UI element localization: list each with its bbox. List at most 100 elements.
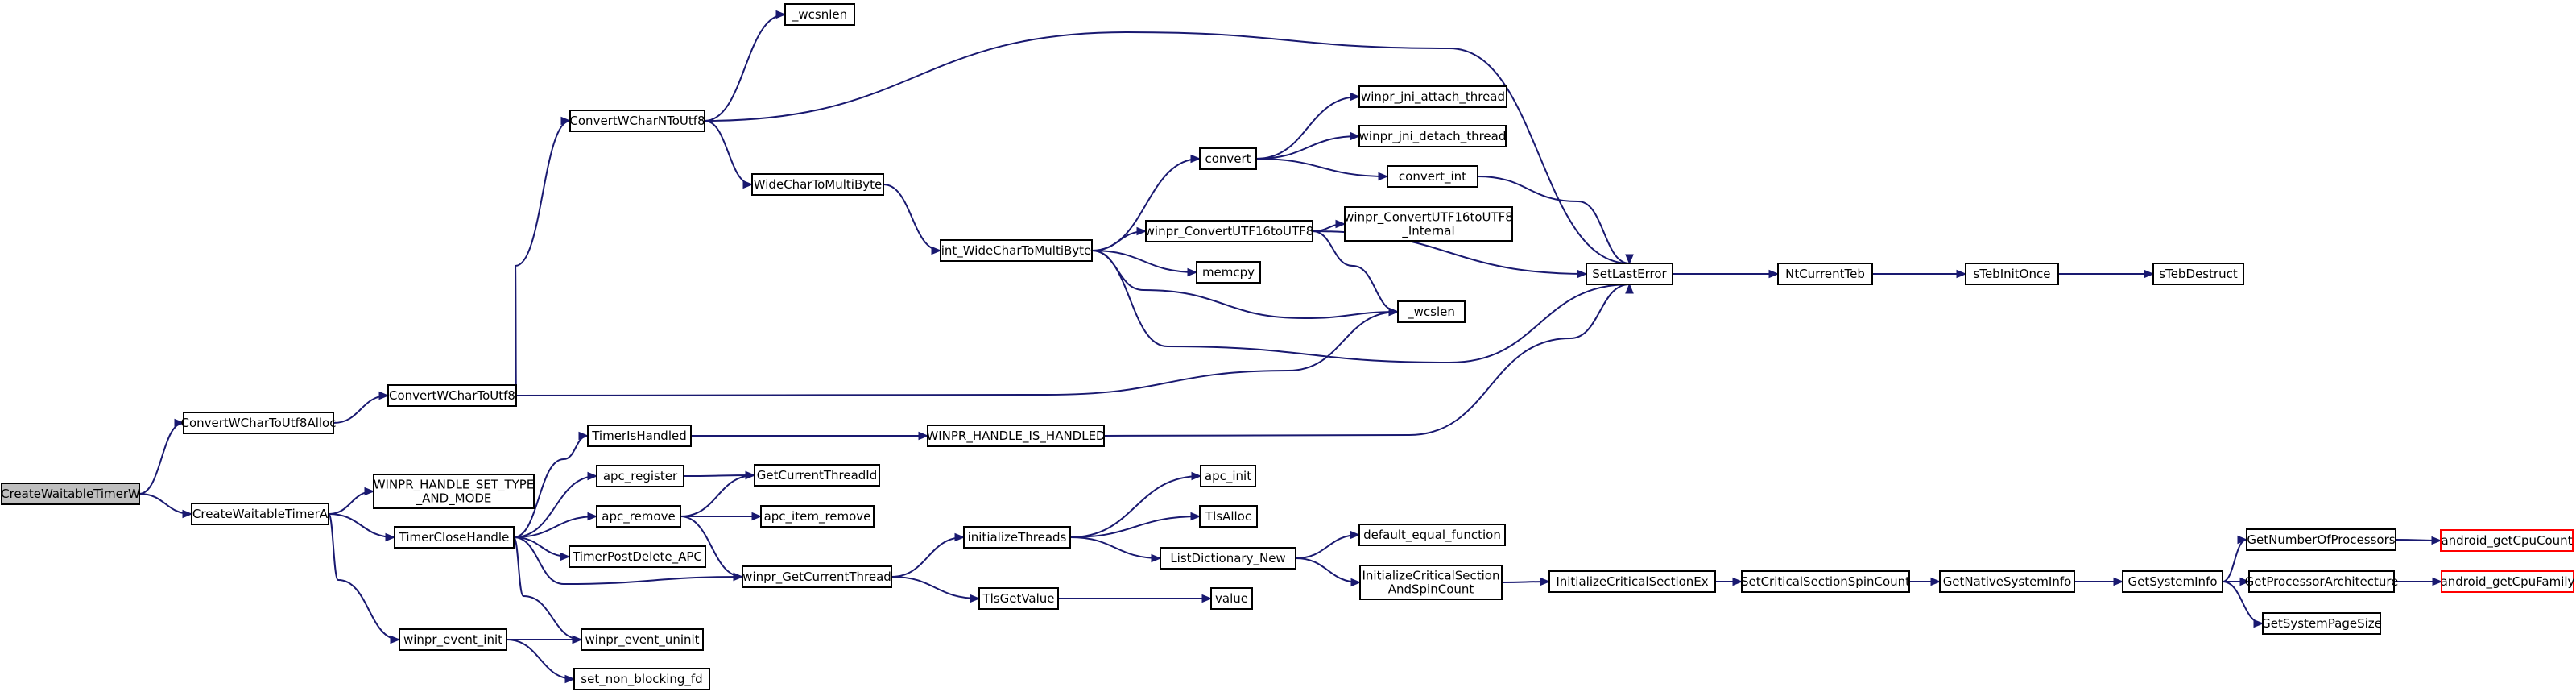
node-createwaitabletimera[interactable]: CreateWaitableTimerA [191,503,329,525]
edge-line [891,536,965,578]
node-box [1145,220,1313,242]
edge-line [506,639,575,680]
arrowhead [1350,578,1362,587]
node-stebdestruct[interactable]: sTebDestruct [2152,263,2244,285]
node-label: GetCurrentThreadId [757,468,877,483]
node-box [1741,570,1910,593]
edge-line [513,536,743,586]
node-widechartomultibyte[interactable]: WideCharToMultiByte [751,173,884,196]
node-label: WINPR_HANDLE_IS_HANDLED [926,429,1105,444]
node-apc-init[interactable]: apc_init [1200,465,1256,487]
node-winpr-jni-attach-thread[interactable]: winpr_jni_attach_thread [1358,85,1507,108]
node-createwaitabletimerw[interactable]: CreateWaitableTimerW [1,483,140,505]
node-listdictionary-new[interactable]: ListDictionary_New [1160,547,1296,570]
node-label: GetSystemInfo [2127,574,2217,589]
node-getsystempagesize[interactable]: GetSystemPageSize [2261,612,2382,635]
node-value[interactable]: value [1210,587,1253,610]
arrowhead [2253,619,2264,628]
edge-convert-to-convert-int [1255,158,1389,181]
edge-line [513,475,597,538]
node-winpr-event-uninit[interactable]: winpr_event_uninit [581,628,704,651]
node-winpr-convertutf16toutf8-internal[interactable]: winpr_ConvertUTF16toUTF8_Internal [1344,206,1513,242]
node-convertwchartoutf8alloc[interactable]: ConvertWCharToUtf8Alloc [181,412,337,434]
node-tlsalloc[interactable]: TlsAlloc [1199,505,1258,528]
node-label: InitializeCriticalSectionEx [1556,574,1708,589]
node-convertwcharntoutf8[interactable]: ConvertWCharNToUtf8 [569,110,705,132]
node-timerishandled[interactable]: TimerIsHandled [587,425,692,447]
node-convert-int[interactable]: convert_int [1387,165,1478,188]
node-setcriticalsectionspincount[interactable]: SetCriticalSectionSpinCount [1741,570,1910,593]
node-ntcurrentteb[interactable]: NtCurrentTeb [1777,263,1873,285]
node-getnativesysteminfo[interactable]: GetNativeSystemInfo [1939,570,2075,593]
node-box [963,526,1071,549]
node-setlasterror[interactable]: SetLastError [1586,263,1673,285]
edge-winpr-handle-is-handled-to-setlasterror [1103,283,1634,437]
node-memcpy[interactable]: memcpy [1196,261,1261,284]
node-winpr-event-init[interactable]: winpr_event_init [399,628,507,651]
node-apc-item-remove[interactable]: apc_item_remove [760,505,875,528]
edge-timerclosehandle-to-apc-remove [513,512,598,538]
node-winpr-handle-is-handled[interactable]: WINPR_HANDLE_IS_HANDLED [926,425,1106,447]
node-timerpostdelete-apc[interactable]: TimerPostDelete_APC [569,545,706,568]
node-android-getcpucount[interactable]: android_getCpuCount [2440,529,2574,552]
node-box [587,425,692,447]
node-getcurrentthreadid[interactable]: GetCurrentThreadId [754,464,880,487]
arrowhead [1335,219,1346,229]
node-getnumberofprocessors[interactable]: GetNumberOfProcessors [2246,528,2396,551]
edge-line [1069,536,1161,559]
node-timerclosehandle[interactable]: TimerCloseHandle [394,526,515,549]
node-android-getcpufamily[interactable]: android_getCpuFamily [2441,570,2575,593]
node-box [940,239,1093,262]
node-wcslen[interactable]: _wcslen [1397,300,1466,323]
node-box [1358,85,1507,108]
node-box [1548,570,1716,593]
edge-line [1103,284,1630,437]
node-getprocessorarchitecture[interactable]: GetProcessorArchitecture [2245,570,2399,593]
node-label: _AND_MODE [416,491,492,507]
edge-line [680,516,743,578]
node-winpr-getcurrentthread[interactable]: winpr_GetCurrentThread [742,566,892,588]
node-getsysteminfo[interactable]: GetSystemInfo [2122,570,2223,593]
edge-convertwchartoutf8-to-wcslen [515,307,1400,396]
node-default-equal-function[interactable]: default_equal_function [1358,524,1506,546]
node-convert[interactable]: convert [1199,147,1257,170]
edge-int-widechartomultibyte-to-setlasterror [1091,250,1634,364]
node-label: android_getCpuCount [2441,533,2572,549]
node-box [183,412,334,434]
node-winpr-convertutf16toutf8[interactable]: winpr_ConvertUTF16toUTF8 [1145,220,1314,242]
node-box [387,384,517,407]
node-initializethreads[interactable]: initializeThreads [963,526,1071,549]
node-winpr-handle-set-type-and-mode[interactable]: WINPR_HANDLE_SET_TYPE_AND_MODE [373,474,535,509]
node-convertwchartoutf8[interactable]: ConvertWCharToUtf8 [387,384,517,407]
edge-initializethreads-to-apc-init [1069,471,1202,538]
edge-getprocessorarchitecture-to-android-getcpufamily [2394,577,2443,586]
node-winpr-jni-detach-thread[interactable]: winpr_jni_detach_thread [1358,125,1507,147]
arrowhead [1540,577,1551,586]
arrowhead [1187,267,1198,277]
node-box [760,505,875,528]
node-initializecriticalsectionex[interactable]: InitializeCriticalSectionEx [1548,570,1716,593]
node-stebinitonce[interactable]: sTebInitOnce [1965,263,2059,285]
node-set-non-blocking-fd[interactable]: set_non_blocking_fd [573,668,710,690]
node-apc-register[interactable]: apc_register [596,465,684,487]
node-tlsgetvalue[interactable]: TlsGetValue [978,587,1059,610]
node-label: TimerIsHandled [591,429,687,443]
edge-setlasterror-to-ntcurrentteb [1673,269,1780,279]
node-int-widechartomultibyte[interactable]: int_WideCharToMultiByte [940,239,1093,262]
node-box [1397,300,1466,323]
edge-line [1091,250,1399,320]
edge-convertwchartoutf8alloc-to-convertwchartoutf8 [333,391,390,424]
node-label: winpr_GetCurrentThread [742,570,891,585]
node-box [394,526,515,549]
edge-line [1295,534,1360,559]
edge-initializecriticalsectionandspincount-to-initializecriticalsectionex [1501,577,1551,586]
edge-line [1091,250,1630,364]
node-wcsnlen[interactable]: _wcsnlen [784,3,855,26]
node-apc-remove[interactable]: apc_remove [596,505,681,528]
edge-apc-remove-to-getcurrentthreadid [680,470,756,517]
edge-winpr-convertutf16toutf8-to-winpr-convertutf16toutf8-internal [1312,219,1346,232]
arrowhead [2239,577,2251,586]
node-label: TimerPostDelete_APC [572,549,702,565]
edge-setcriticalsectionspincount-to-getnativesysteminfo [1909,577,1941,586]
